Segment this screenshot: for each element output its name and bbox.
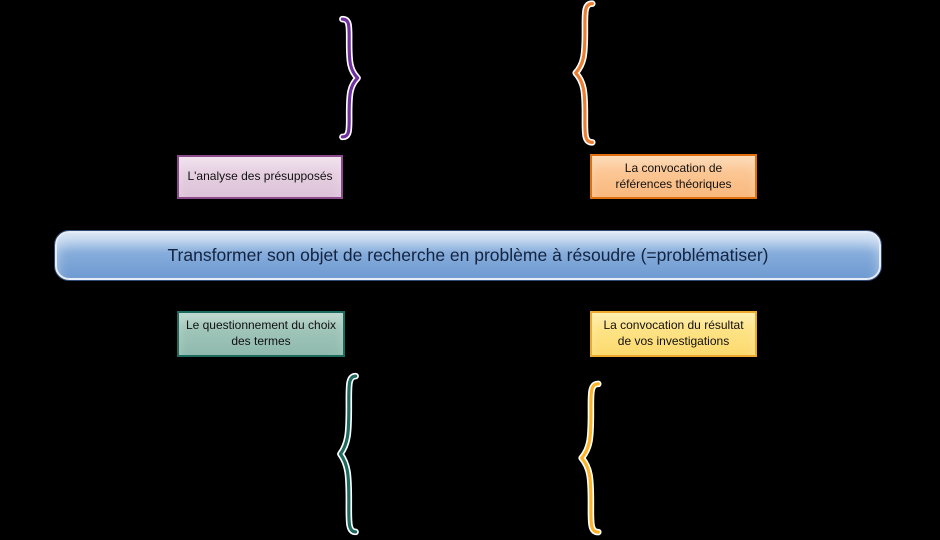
central-statement-text: Transformer son objet de recherche en pr… (167, 245, 769, 265)
brace-top-left-icon (339, 16, 361, 140)
box-questionnement-choix-termes: Le questionnement du choix des termes (177, 311, 345, 357)
box-convocation-resultat-investigations: La convocation du résultat de vos invest… (590, 311, 757, 357)
brace-bottom-right-icon (578, 380, 602, 536)
central-statement-banner: Transformer son objet de recherche en pr… (55, 231, 881, 280)
box-questionnement-choix-termes-label: Le questionnement du choix des termes (185, 318, 337, 348)
box-convocation-references-theoriques: La convocation de références théoriques (590, 154, 757, 199)
box-convocation-resultat-investigations-label: La convocation du résultat de vos invest… (603, 318, 744, 348)
box-analyse-presupposes: L'analyse des présupposés (177, 155, 343, 199)
brace-bottom-left-icon (337, 372, 359, 536)
box-analyse-presupposes-label: L'analyse des présupposés (187, 169, 333, 184)
box-convocation-references-theoriques-label: La convocation de références théoriques (615, 160, 732, 191)
brace-top-right-icon (572, 0, 596, 146)
